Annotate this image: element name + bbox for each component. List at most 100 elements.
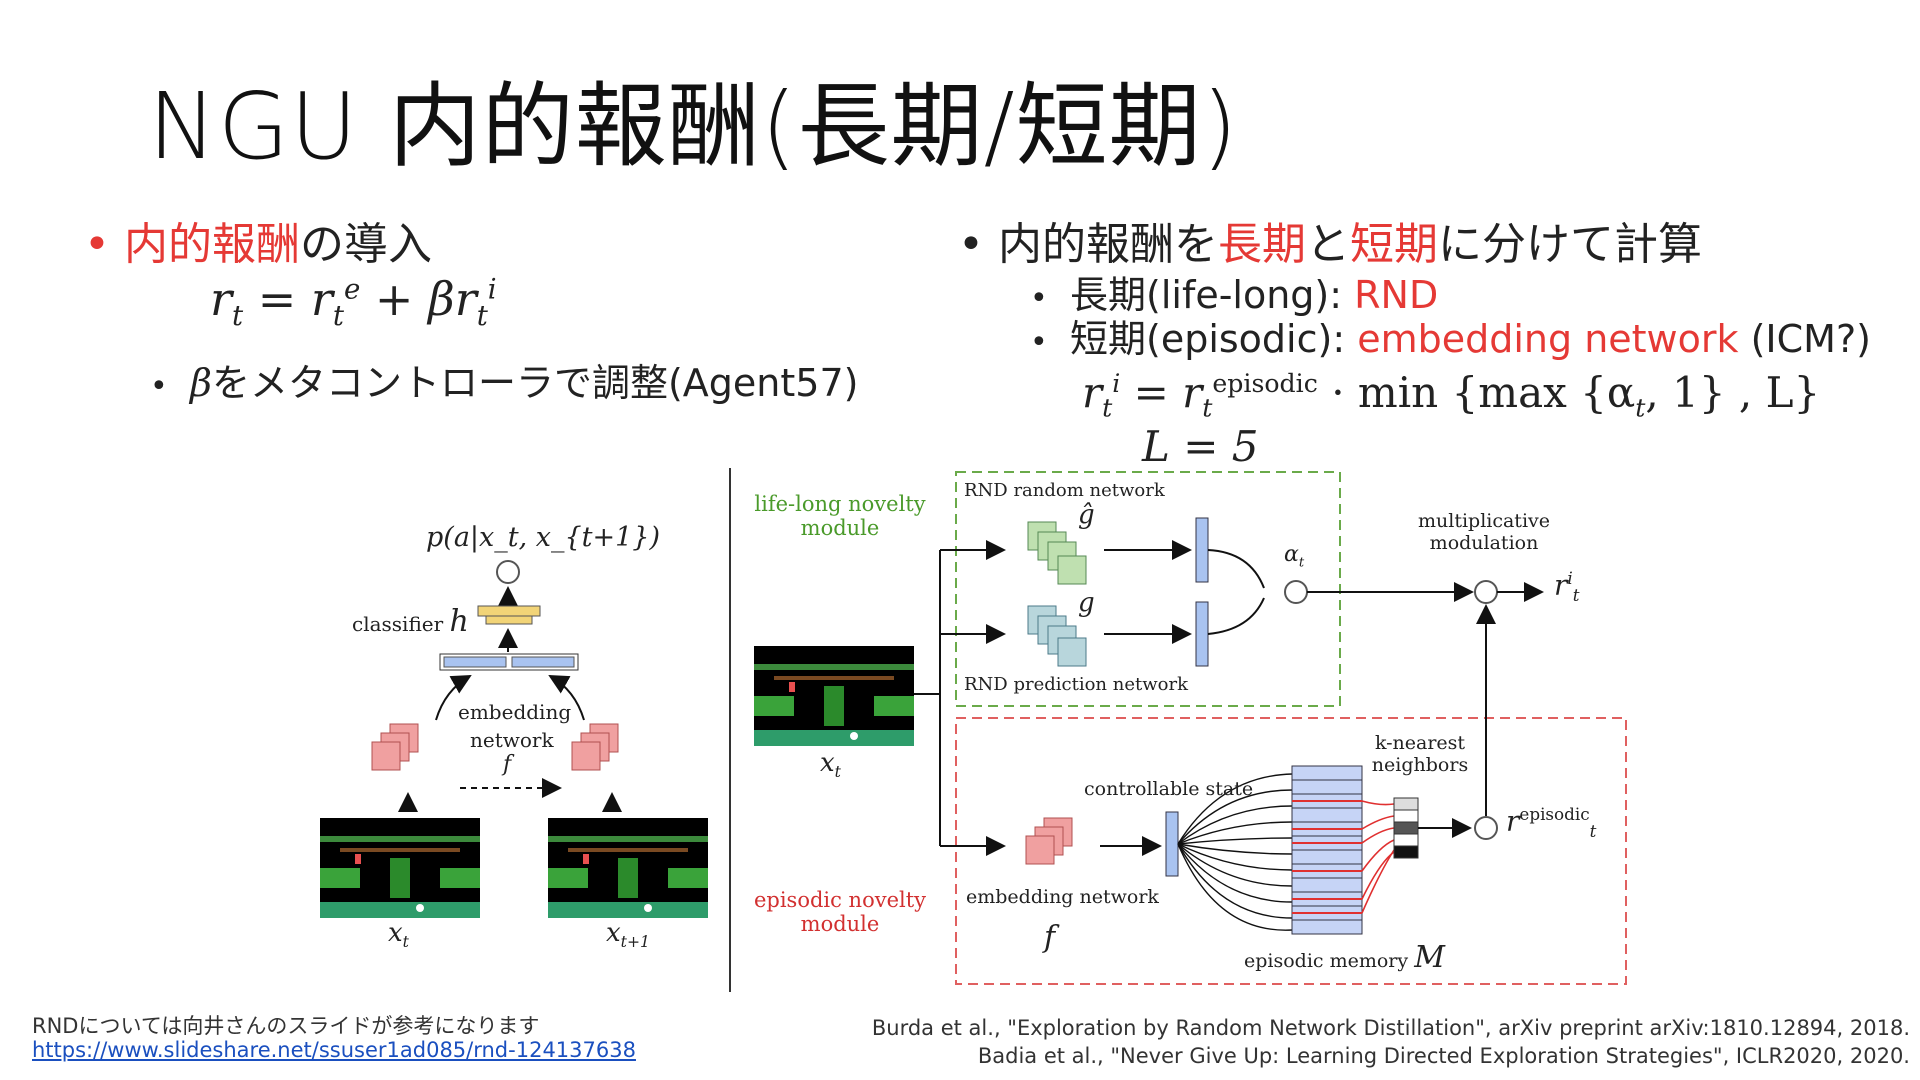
left-subbullet: •βをメタコントローラで調整(Agent57) — [150, 352, 858, 407]
right-bullet-1-longterm: 長期 — [1218, 219, 1306, 270]
right-bullet-1: •内的報酬を長期と短期に分けて計算 — [958, 208, 1702, 272]
bullet-dot: • — [958, 219, 984, 270]
xt-x: x — [388, 918, 403, 948]
xt-sub: t — [402, 933, 409, 952]
knn-line1: k-nearest — [1374, 732, 1466, 754]
right-subbullet-1-highlight: RND — [1354, 273, 1439, 317]
left-subbullet-text: をメタコントローラで調整(Agent57) — [211, 361, 859, 405]
classifier-layer — [477, 605, 541, 617]
life-long-line2: module — [800, 516, 880, 540]
rnd-predictor-stack — [1027, 605, 1087, 667]
episodic-memory-M — [1291, 765, 1363, 935]
life-long-line1: life-long novelty — [754, 492, 926, 516]
eq-mid: = r — [243, 272, 333, 326]
left-bullet-1: •内的報酬の導入 — [84, 208, 432, 272]
episodic-line2: module — [800, 912, 880, 936]
multiplicative-label: multiplicative modulation — [1414, 510, 1554, 554]
eq-plus-sup: i — [487, 272, 497, 306]
eq-mid-sub: t — [332, 299, 344, 333]
feature-stack-right — [571, 723, 619, 771]
ri-sub: t — [1572, 584, 1580, 605]
knn-label: k-nearest neighbors — [1370, 732, 1470, 776]
rnd-random-output — [1195, 517, 1209, 583]
feature-stack-left — [371, 723, 419, 771]
xt-r-sub: t — [834, 763, 841, 782]
eq2-r-sup: i — [1112, 369, 1121, 398]
right-subbullet-1: • 長期(life-long): RND — [1030, 264, 1438, 319]
f-label-left: f — [503, 752, 512, 777]
rnd-prediction-label: RND prediction network — [964, 674, 1188, 695]
mult-line2: modulation — [1429, 532, 1539, 554]
rep-r: r — [1506, 804, 1520, 838]
embedding-network-label: embedding network — [966, 886, 1159, 908]
reward-equation: rt = rte + βrti — [210, 272, 497, 332]
episodic-reward-equation: rti = rtepisodic · min {max {αt, 1} , L}… — [1082, 368, 1920, 471]
embedding-stack — [1025, 817, 1073, 865]
eq-plus: + βr — [360, 272, 477, 326]
rnd-slide-link[interactable]: https://www.slideshare.net/ssuser1ad085/… — [32, 1038, 636, 1062]
reference-burda: Burda et al., "Exploration by Random Net… — [871, 1016, 1910, 1040]
right-bullet-1-shortterm: 短期 — [1350, 219, 1438, 270]
eq2-L: L = 5 — [1142, 422, 1259, 472]
classifier-label: classifier h — [352, 604, 469, 639]
g-hat-label: ĝ — [1078, 500, 1095, 530]
episodic-memory-label: episodic memory M — [1244, 940, 1445, 975]
eq-plus-sub: t — [476, 299, 488, 333]
prediction-label: p(a|x_t, x_{t+1}) — [426, 522, 661, 553]
right-bullet-1-b: と — [1306, 219, 1350, 270]
ngu-diagram — [754, 471, 1627, 985]
footer-note: RNDについては向井さんのスライドが参考になります — [32, 1014, 540, 1038]
left-bullet-1-text: の導入 — [300, 219, 432, 270]
eq-mid-sup: e — [343, 272, 361, 306]
output-node — [496, 560, 520, 584]
right-subbullet-2-text: 短期(episodic): — [1070, 317, 1358, 361]
icm-diagram — [320, 560, 708, 918]
life-long-module-label: life-long novelty module — [752, 492, 928, 540]
network-label: network — [470, 728, 554, 752]
life-long-module-box — [955, 471, 1341, 707]
bullet-dot: • — [150, 369, 168, 404]
episodic-line1: episodic novelty — [753, 888, 927, 912]
eq2-alpha-sub: t — [1635, 393, 1646, 423]
g-label: g — [1078, 588, 1095, 618]
right-subbullet-2-tail: (ICM?) — [1738, 317, 1871, 361]
eq2-eq-sub: t — [1202, 393, 1213, 423]
rnd-random-stack — [1027, 521, 1087, 585]
xt-r-x: x — [820, 748, 835, 778]
eq2-eq-sup: episodic — [1212, 369, 1318, 398]
game-frame-xt1 — [548, 818, 708, 918]
right-subbullet-2-highlight: embedding network — [1357, 317, 1739, 361]
reference-badia: Badia et al., "Never Give Up: Learning D… — [977, 1044, 1910, 1068]
rnd-predictor-output — [1195, 601, 1209, 667]
alpha-sym: α — [1284, 542, 1299, 567]
right-subbullet-1-text: 長期(life-long): — [1070, 273, 1355, 317]
episodic-module-label: episodic novelty module — [752, 888, 928, 936]
controllable-state-label: controllable state — [1084, 778, 1254, 800]
eq-lhs: r — [210, 272, 232, 326]
alpha-sub: t — [1298, 555, 1305, 571]
bullet-dot: • — [1030, 281, 1048, 316]
intrinsic-reward-label: rit — [1554, 568, 1580, 605]
knn-vector — [1393, 797, 1419, 859]
f-label-right: f — [1044, 920, 1056, 955]
right-bullet-1-c: に分けて計算 — [1438, 219, 1702, 270]
game-frame-input — [754, 646, 914, 746]
memory-text: episodic memory — [1244, 950, 1409, 972]
memory-M: M — [1414, 940, 1445, 975]
rep-sup: episodic — [1519, 804, 1590, 824]
xt1-label-left: xt+1 — [606, 918, 650, 951]
xt1-x: x — [606, 918, 621, 948]
xt1-sub: t+1 — [620, 933, 650, 952]
eq2-min: · min {max {α — [1317, 368, 1636, 417]
bullet-dot: • — [84, 219, 110, 270]
xt-label-left: xt — [388, 918, 409, 951]
rnd-random-label: RND random network — [964, 480, 1165, 501]
rep-sub: t — [1589, 820, 1597, 841]
episodic-reward-label: repisodict — [1506, 804, 1596, 841]
eq2-r: r — [1082, 368, 1103, 417]
slide-title: NGU 内的報酬(長期/短期) — [148, 73, 1239, 180]
classifier-text: classifier — [352, 612, 444, 636]
game-frame-xt — [320, 818, 480, 918]
alpha-node — [1284, 580, 1308, 604]
